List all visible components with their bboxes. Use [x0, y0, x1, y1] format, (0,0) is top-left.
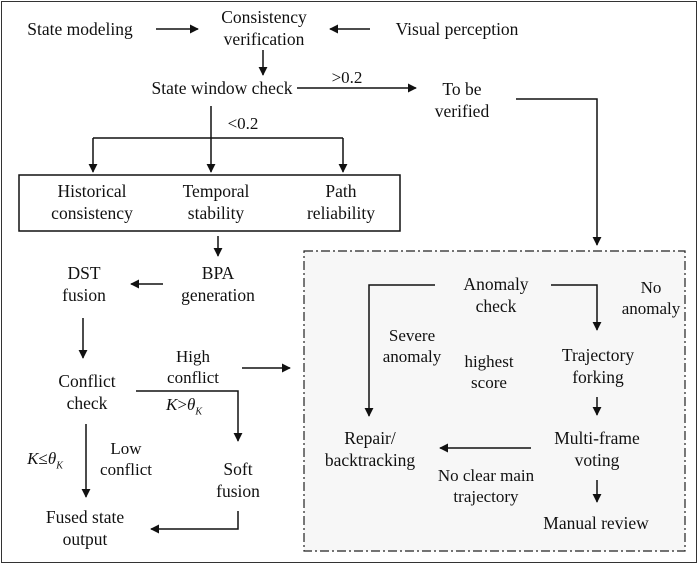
node-temporal-stability: Temporal stability: [182, 181, 250, 223]
node-dst-fusion: DST fusion: [62, 263, 106, 305]
node-historical-consistency: Historical consistency: [51, 181, 133, 223]
node-to-be-verified: To be verified: [434, 79, 490, 121]
anomaly-region: [303, 250, 686, 552]
node-soft-fusion: Soft fusion: [216, 459, 260, 501]
node-state-window-check: State window check: [151, 78, 293, 98]
label-high-conflict: High conflict: [167, 347, 219, 387]
node-bpa-generation: BPA generation: [181, 263, 255, 305]
label-k-le-theta: K≤θK: [27, 449, 63, 472]
label-no-clear-main-trajectory: No clear main trajectory: [437, 466, 535, 506]
label-lt-threshold: <0.2: [227, 114, 259, 133]
label-k-gt-theta: K>θK: [166, 395, 202, 418]
node-state-modeling: State modeling: [27, 19, 133, 39]
label-no-anomaly: No anomaly: [621, 278, 681, 318]
edge-soft-to-output: [150, 511, 239, 534]
node-conflict-check: Conflict check: [58, 371, 116, 413]
node-consistency-verification: Consistency verification: [221, 6, 307, 50]
edge-conflict-to-soft: [136, 390, 243, 442]
label-gt-threshold: >0.2: [331, 68, 363, 87]
node-repair-backtracking: Repair/ backtracking: [324, 428, 416, 470]
edge-anomaly-to-forking: [551, 284, 602, 331]
node-trajectory-forking: Trajectory forking: [561, 345, 635, 387]
node-multi-frame-voting: Multi-frame voting: [554, 428, 640, 470]
evaluation-box: [18, 174, 401, 232]
node-fused-state-output: Fused state output: [45, 507, 125, 549]
edge-verified-to-anomaly-region: [516, 98, 602, 246]
label-highest-score: highest score: [464, 352, 514, 392]
edge-anomaly-to-repair: [364, 284, 435, 417]
node-visual-perception: Visual perception: [395, 19, 519, 39]
node-path-reliability: Path reliability: [306, 181, 376, 223]
node-manual-review: Manual review: [543, 513, 649, 533]
label-low-conflict: Low conflict: [100, 439, 152, 479]
node-anomaly-check: Anomaly check: [463, 274, 529, 316]
node-consistency-verification-line2: verification: [223, 29, 305, 49]
label-severe-anomaly: Severe anomaly: [382, 326, 442, 366]
node-consistency-verification-line1: Consistency: [221, 7, 307, 27]
